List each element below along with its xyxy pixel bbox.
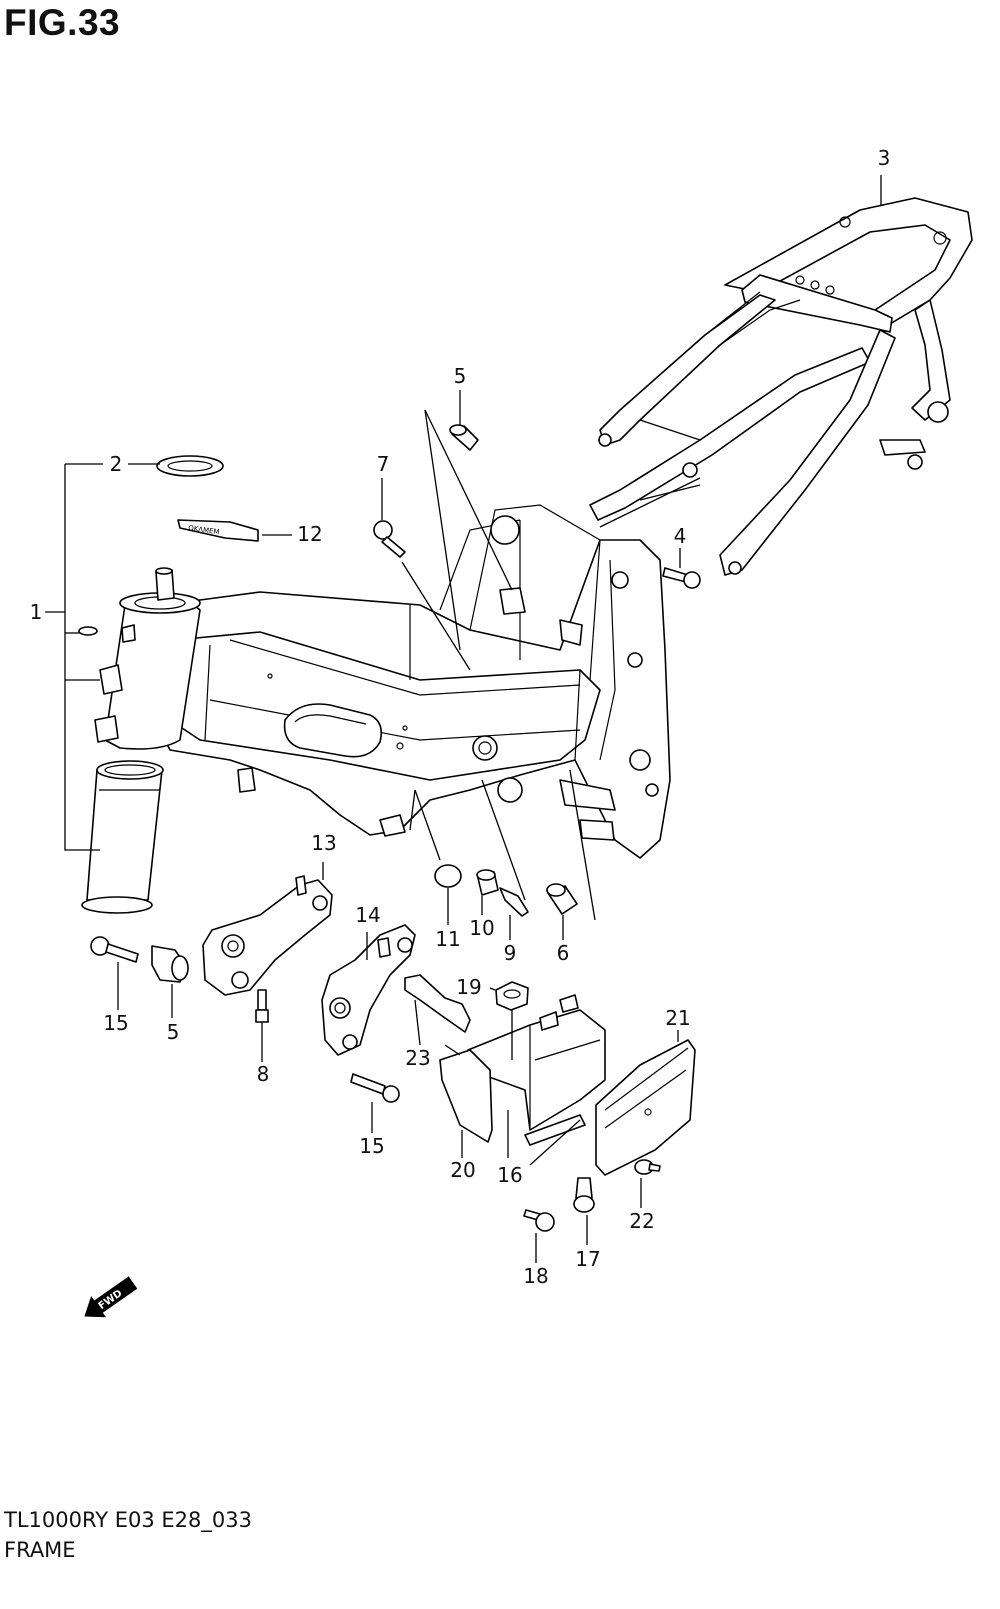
callout-21: 21 <box>665 1006 690 1030</box>
callout-5-lower: 5 <box>167 1020 180 1044</box>
callout-19: 19 <box>456 975 481 999</box>
steering-tube <box>81 760 164 914</box>
bolt-15-left <box>90 936 139 963</box>
callout-9: 9 <box>504 941 517 965</box>
nut-19 <box>495 981 529 1011</box>
screw-8 <box>255 989 269 1023</box>
label-plate: ΟΚΛΜΕΜ <box>177 519 259 542</box>
callout-13: 13 <box>311 831 336 855</box>
collar-5-top <box>449 424 479 451</box>
bolt-17 <box>573 1177 595 1213</box>
callout-12: 12 <box>297 522 322 546</box>
callout-23: 23 <box>405 1046 430 1070</box>
callout-1: 1 <box>30 600 43 624</box>
callout-11: 11 <box>435 927 460 951</box>
bolt-4 <box>662 567 701 589</box>
leader-lines <box>45 175 882 1263</box>
bolt-15-lower <box>350 1073 400 1103</box>
stud-9 <box>499 887 529 917</box>
callout-10: 10 <box>469 916 494 940</box>
callout-20: 20 <box>450 1158 475 1182</box>
callout-2: 2 <box>110 452 123 476</box>
footrest-bracket-14 <box>321 924 416 1056</box>
main-frame <box>78 504 671 859</box>
callout-15-left: 15 <box>103 1011 128 1035</box>
callout-4: 4 <box>674 524 687 548</box>
diagram-code: TL1000RY E03 E28_033 <box>4 1508 252 1532</box>
screw-22 <box>634 1159 661 1175</box>
footrest-bracket-13 <box>202 875 333 996</box>
screw-18 <box>523 1209 555 1232</box>
fwd-arrow-icon: FWD <box>84 1276 138 1318</box>
battery-cover-20 <box>439 1049 493 1143</box>
callout-18: 18 <box>523 1264 548 1288</box>
ring-nut <box>156 455 224 477</box>
battery-holder-16 <box>467 994 606 1146</box>
bolt-7 <box>373 520 406 558</box>
callout-14: 14 <box>355 903 380 927</box>
callout-22: 22 <box>629 1209 654 1233</box>
collar-10 <box>476 869 499 896</box>
collar-5-lower <box>151 945 189 983</box>
callout-16: 16 <box>497 1163 522 1187</box>
callout-6: 6 <box>557 941 570 965</box>
callout-17: 17 <box>575 1247 600 1271</box>
rear-subframe <box>589 197 973 576</box>
callout-3: 3 <box>878 146 891 170</box>
panel-21 <box>595 1039 696 1176</box>
callout-labels: 1 2 3 4 5 5 6 7 8 9 10 11 12 13 14 15 15… <box>30 146 891 1288</box>
callout-15-lower: 15 <box>359 1134 384 1158</box>
figure-title: FIG.33 <box>4 2 121 43</box>
callout-7: 7 <box>377 452 390 476</box>
bracket-23 <box>404 974 471 1033</box>
callout-5-top: 5 <box>454 364 467 388</box>
diagram-name: FRAME <box>4 1538 76 1562</box>
callout-8: 8 <box>257 1062 270 1086</box>
cap-11 <box>434 864 462 888</box>
collar-6 <box>546 883 578 915</box>
